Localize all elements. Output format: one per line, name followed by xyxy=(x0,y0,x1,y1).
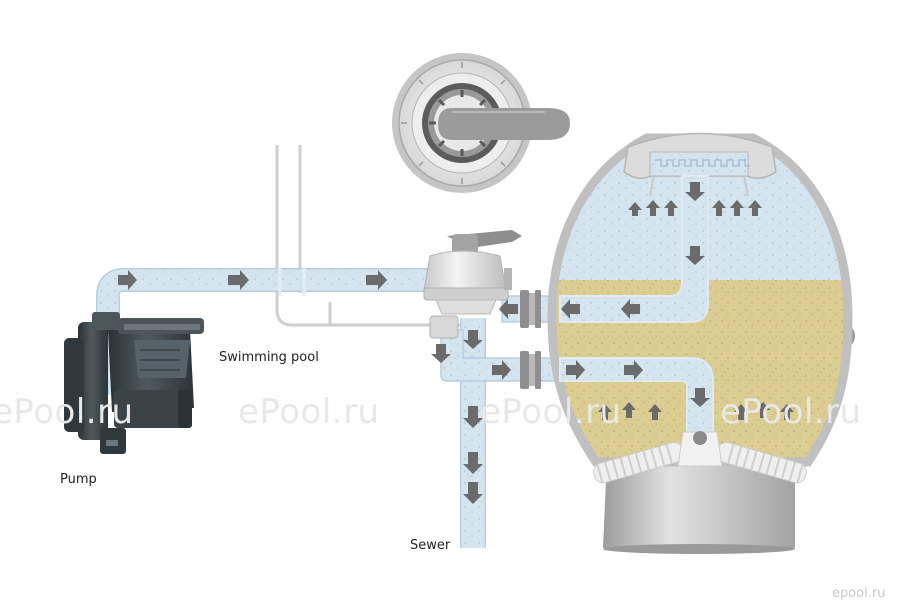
flow-arrow-icon xyxy=(228,270,249,290)
flow-arrow-icon xyxy=(621,299,640,319)
flow-arrow-icon xyxy=(463,406,483,428)
watermark: ePool.ru xyxy=(0,392,134,432)
lateral-arms xyxy=(593,431,807,484)
flow-arrow-icon xyxy=(730,200,744,216)
pump-icon xyxy=(64,312,204,454)
flow-arrow-icon xyxy=(628,202,642,216)
flow-arrow-icon xyxy=(598,404,612,420)
label-sewer: Sewer xyxy=(410,538,451,553)
tank-flanges xyxy=(520,290,541,389)
flow-arrow-icon xyxy=(492,360,511,380)
watermark: ePool.ru xyxy=(480,392,622,432)
label-pump: Pump xyxy=(60,472,97,487)
corner-watermark: epool.ru xyxy=(832,586,886,601)
flow-arrow-icon xyxy=(748,200,762,216)
flow-arrow-icon xyxy=(685,182,705,201)
watermark: ePool.ru xyxy=(238,392,380,432)
flow-arrow-icon xyxy=(690,388,710,407)
valve-handle-icon xyxy=(392,53,570,193)
flow-arrow-icon xyxy=(712,200,726,216)
flow-arrow-icon xyxy=(622,402,636,418)
flow-arrow-icon xyxy=(624,360,643,380)
flow-arrow-icon xyxy=(463,330,483,349)
flow-arrow-icon xyxy=(646,200,660,216)
watermark: ePool.ru xyxy=(720,392,862,432)
label-swimming-pool: Swimming pool xyxy=(219,350,319,365)
flow-arrow-icon xyxy=(561,299,580,319)
flow-arrow-icon xyxy=(463,452,483,474)
flow-arrow-icon xyxy=(463,482,483,504)
flow-arrow-icon xyxy=(366,270,387,290)
flow-arrow-icon xyxy=(118,270,137,290)
flow-arrow-icon xyxy=(431,344,451,363)
flow-arrow-icon xyxy=(499,299,518,319)
flow-arrow-icon xyxy=(780,404,794,420)
multiport-valve-icon xyxy=(423,230,522,339)
flow-arrow-icon xyxy=(566,360,585,380)
flow-arrow-icon xyxy=(756,402,770,418)
flow-arrow-icon xyxy=(734,404,748,420)
flow-arrow-icon xyxy=(685,246,705,265)
flow-arrow-icon xyxy=(648,404,662,420)
flow-arrow-icon xyxy=(664,200,678,216)
filter-stand xyxy=(603,458,795,548)
